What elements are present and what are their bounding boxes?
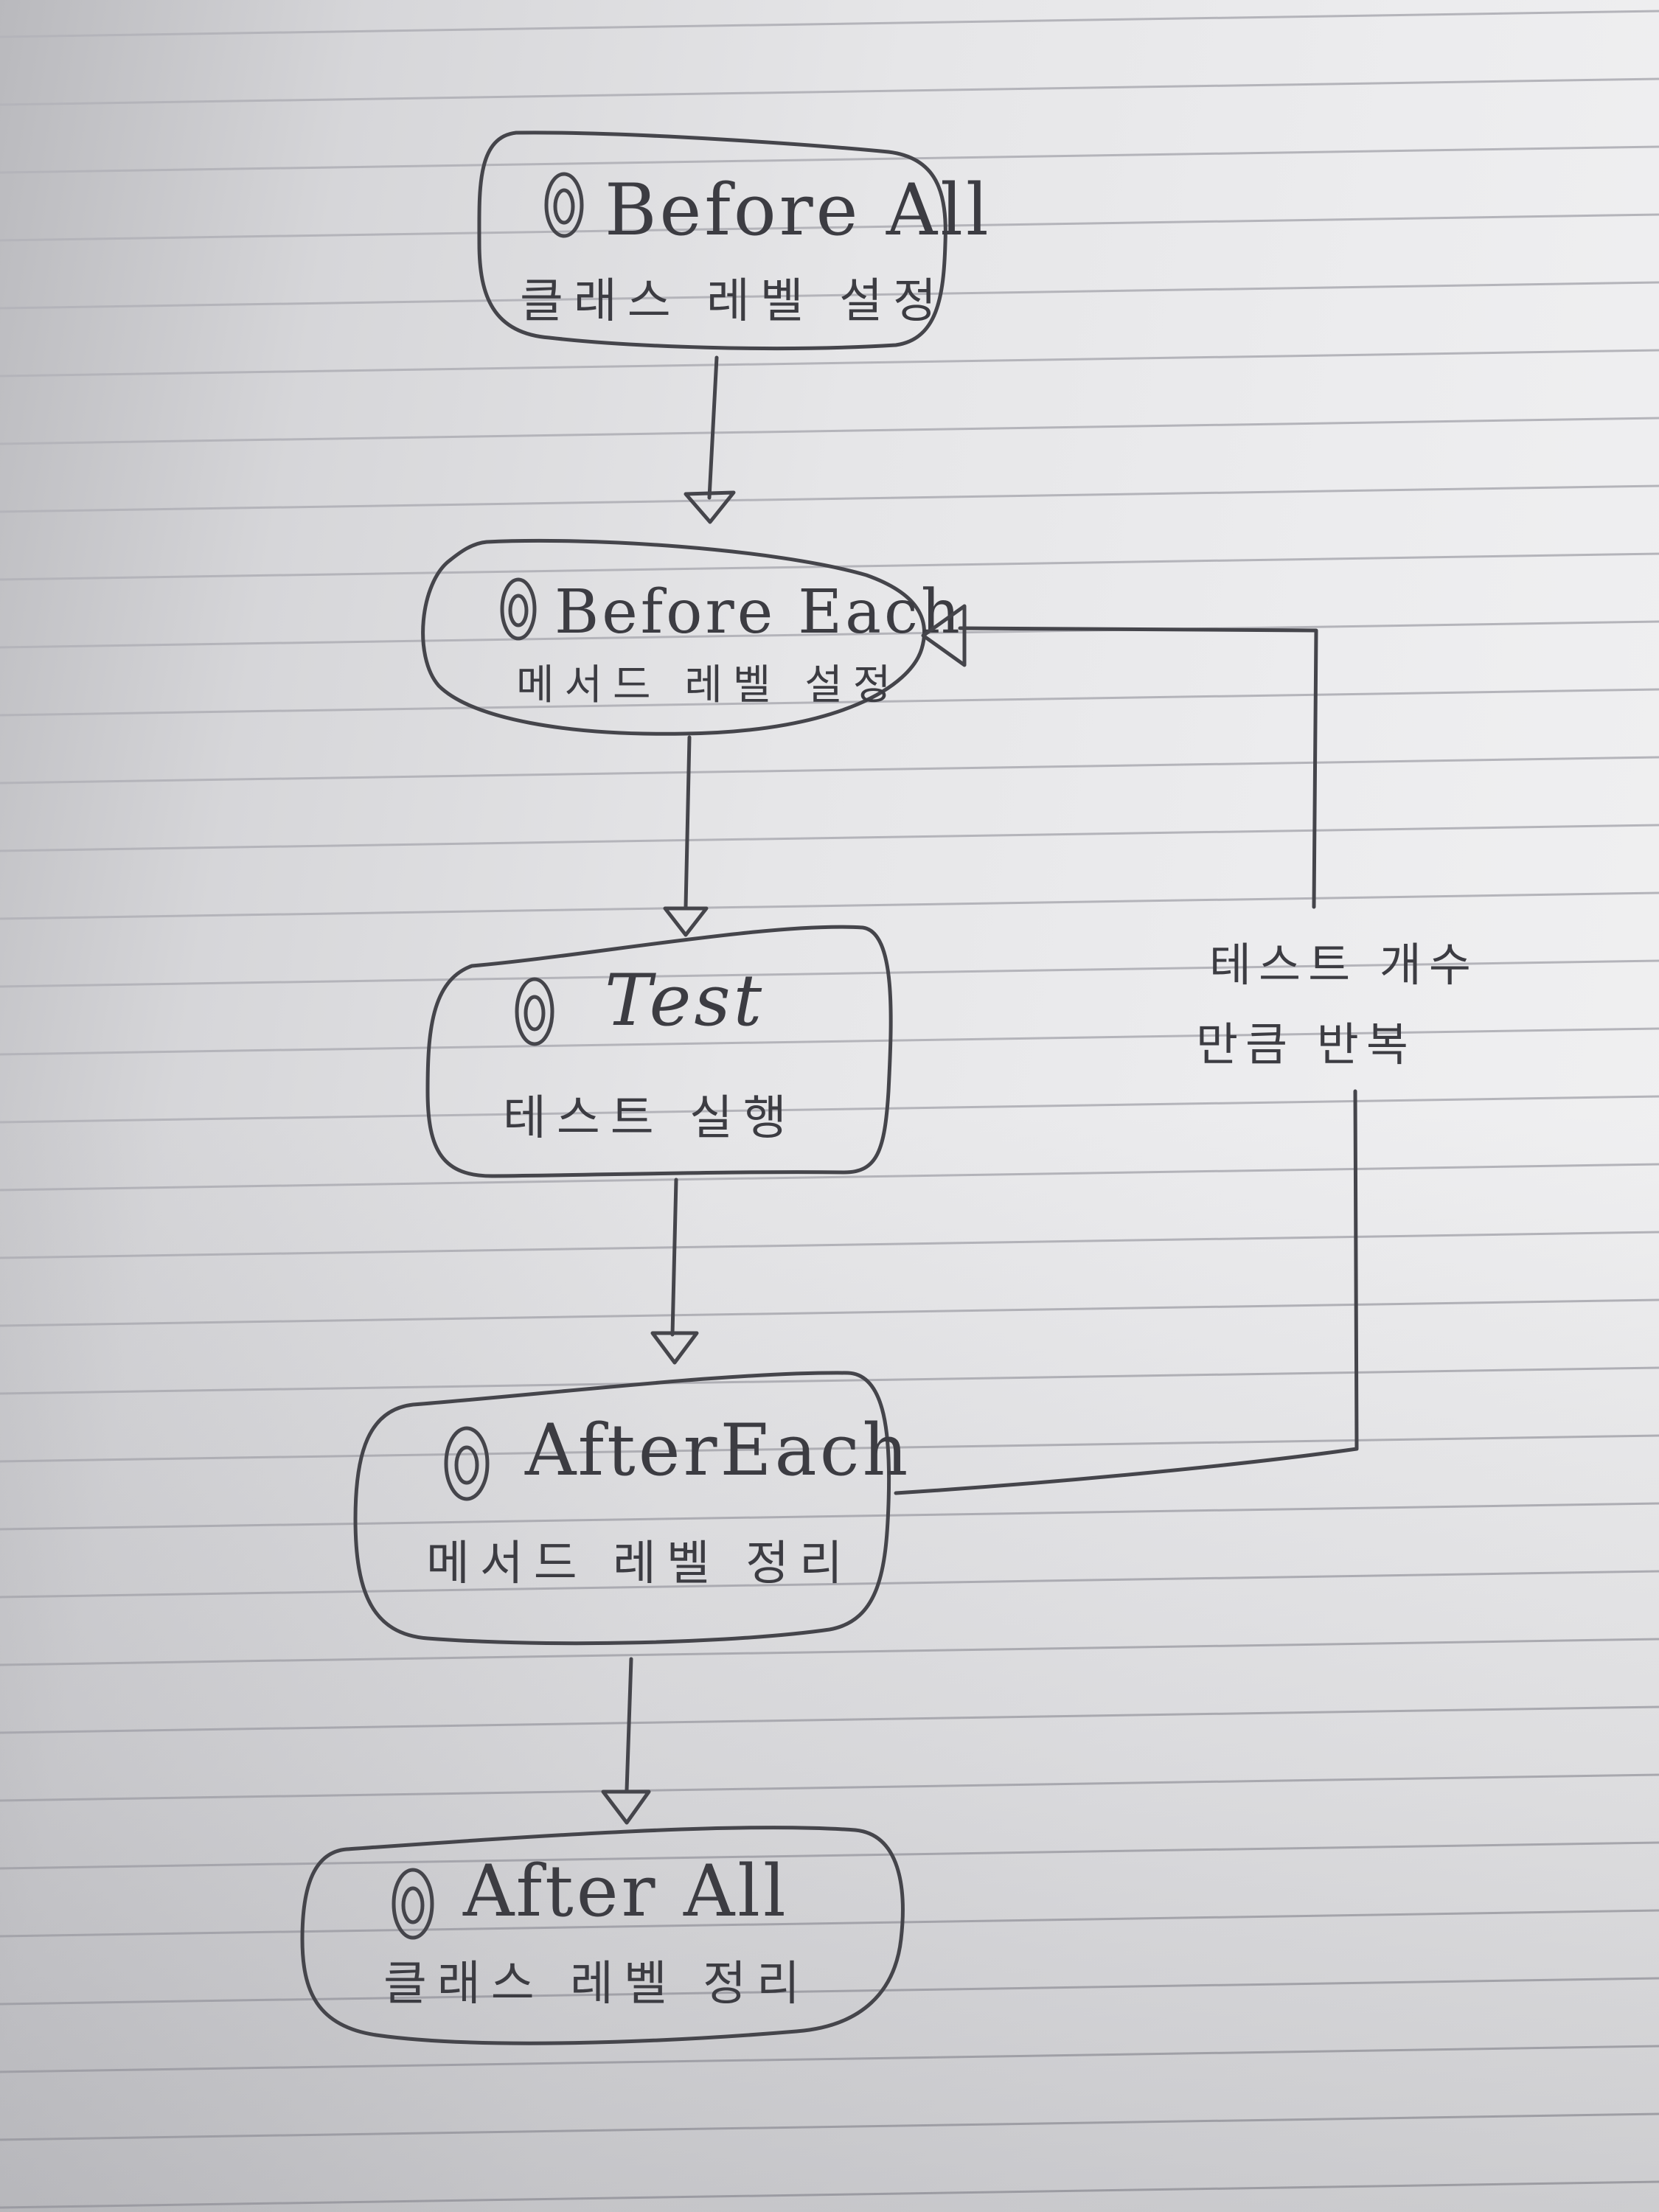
node-before-all: Before All 클래스 레벨 설정: [477, 131, 992, 351]
ruled-line: [0, 824, 1659, 852]
ruled-line: [0, 2045, 1659, 2073]
node-after-each-box: [353, 1371, 891, 1646]
ruled-line: [0, 1434, 1659, 1463]
node-after-all: After All 클래스 레벨 정리: [300, 1826, 905, 2045]
loop-note: 테스트 개수 만큼 반복: [1196, 938, 1478, 1071]
ruled-line: [0, 1705, 1659, 1734]
ruled-line: [0, 417, 1659, 445]
ruled-line: [0, 1570, 1659, 1599]
ruled-line: [0, 1095, 1659, 1124]
ruled-line: [0, 1638, 1659, 1666]
ruled-line: [0, 1773, 1659, 1802]
ruled-line: [0, 1163, 1659, 1192]
ruled-line: [0, 2180, 1659, 2209]
ruled-line: [0, 891, 1659, 920]
node-after-all-title: After All: [462, 1850, 789, 1933]
loop-note-line2: 만큼 반복: [1196, 1018, 1416, 1071]
node-before-each-box: [421, 538, 926, 736]
ruled-line: [0, 1909, 1659, 1938]
ruled-line: [0, 1502, 1659, 1531]
node-before-all-title: Before All: [605, 169, 992, 251]
ruled-line: [0, 484, 1659, 513]
at-icon: [515, 977, 554, 1046]
ruled-line: [0, 620, 1659, 649]
ruled-line: [0, 2112, 1659, 2141]
ruled-line: [0, 1841, 1659, 1870]
node-before-each-subtitle: 메서드 레벨 설정: [516, 661, 901, 709]
node-before-all-subtitle: 클래스 레벨 설정: [520, 274, 947, 329]
node-test-subtitle: 테스트 실행: [503, 1091, 797, 1146]
loop-back-arrow: [894, 604, 1359, 1495]
node-before-each-title: Before Each: [554, 577, 963, 647]
ruled-line: [0, 10, 1659, 38]
arrow-test-to-after-each: [650, 1178, 699, 1365]
node-after-each-subtitle: 메서드 레벨 정리: [426, 1537, 853, 1591]
node-before-each: Before Each 메서드 레벨 설정: [421, 538, 963, 736]
ruled-line: [0, 959, 1659, 988]
arrow-before-all-to-before-each: [684, 355, 736, 524]
node-after-all-box: [300, 1826, 905, 2045]
ruled-line: [0, 145, 1659, 174]
ruled-line: [0, 213, 1659, 242]
loop-note-line1: 테스트 개수: [1209, 938, 1478, 992]
ruled-line: [0, 1231, 1659, 1259]
ruled-line: [0, 688, 1659, 717]
ruled-line: [0, 349, 1659, 378]
ruled-line: [0, 1977, 1659, 2006]
node-after-all-subtitle: 클래스 레벨 정리: [383, 1957, 810, 2011]
arrow-after-each-to-after-all: [601, 1657, 651, 1825]
node-after-each-title: AfterEach: [524, 1409, 911, 1492]
node-before-all-box: [477, 131, 947, 351]
ruled-line: [0, 756, 1659, 785]
node-test-box: [425, 925, 893, 1178]
node-test: Test 테스트 실행: [425, 925, 893, 1178]
node-test-title: Test: [605, 959, 765, 1042]
arrow-before-each-to-test: [663, 735, 709, 937]
ruled-line: [0, 281, 1659, 310]
at-icon: [444, 1426, 490, 1501]
at-icon: [500, 577, 537, 641]
at-icon: [392, 1868, 434, 1940]
node-after-each: AfterEach 메서드 레벨 정리: [353, 1371, 911, 1646]
ruled-line: [0, 1298, 1659, 1327]
ruled-line: [0, 1366, 1659, 1395]
ruled-line: [0, 77, 1659, 106]
at-icon: [544, 172, 584, 238]
ruled-line: [0, 1027, 1659, 1056]
